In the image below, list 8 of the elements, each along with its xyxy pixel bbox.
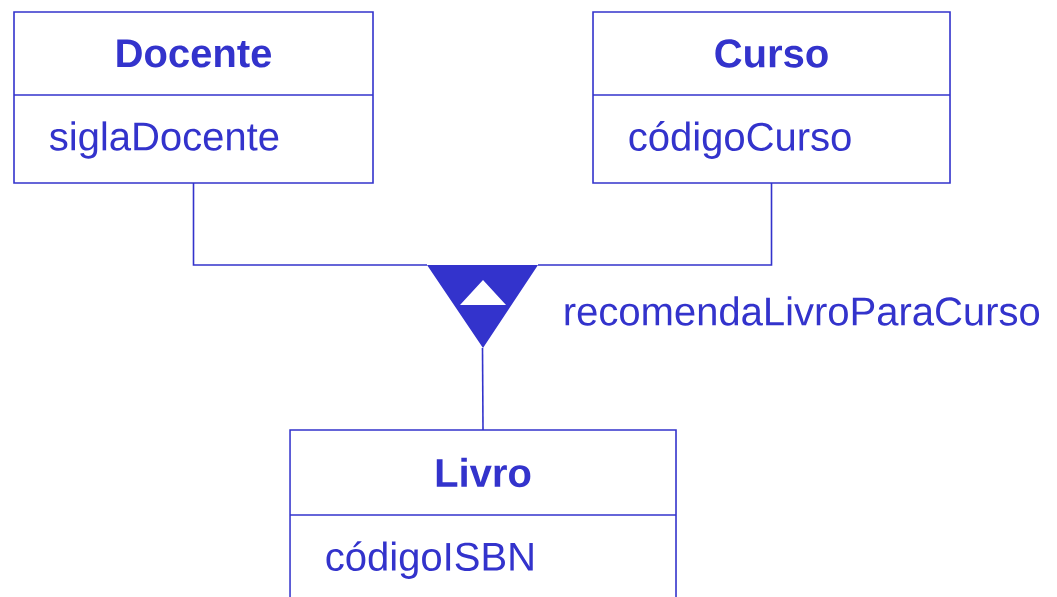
relationship-triangle xyxy=(427,265,538,348)
entity-box: Docente siglaDocente xyxy=(13,11,374,184)
relationship-label: recomendaLivroParaCurso xyxy=(565,296,1040,326)
entity-box: Curso códigoCurso xyxy=(592,11,951,184)
entity-box: Livro códigoISBN xyxy=(289,429,677,597)
connector-line xyxy=(192,182,428,266)
connector-line xyxy=(537,182,773,266)
connector-line xyxy=(481,347,484,431)
